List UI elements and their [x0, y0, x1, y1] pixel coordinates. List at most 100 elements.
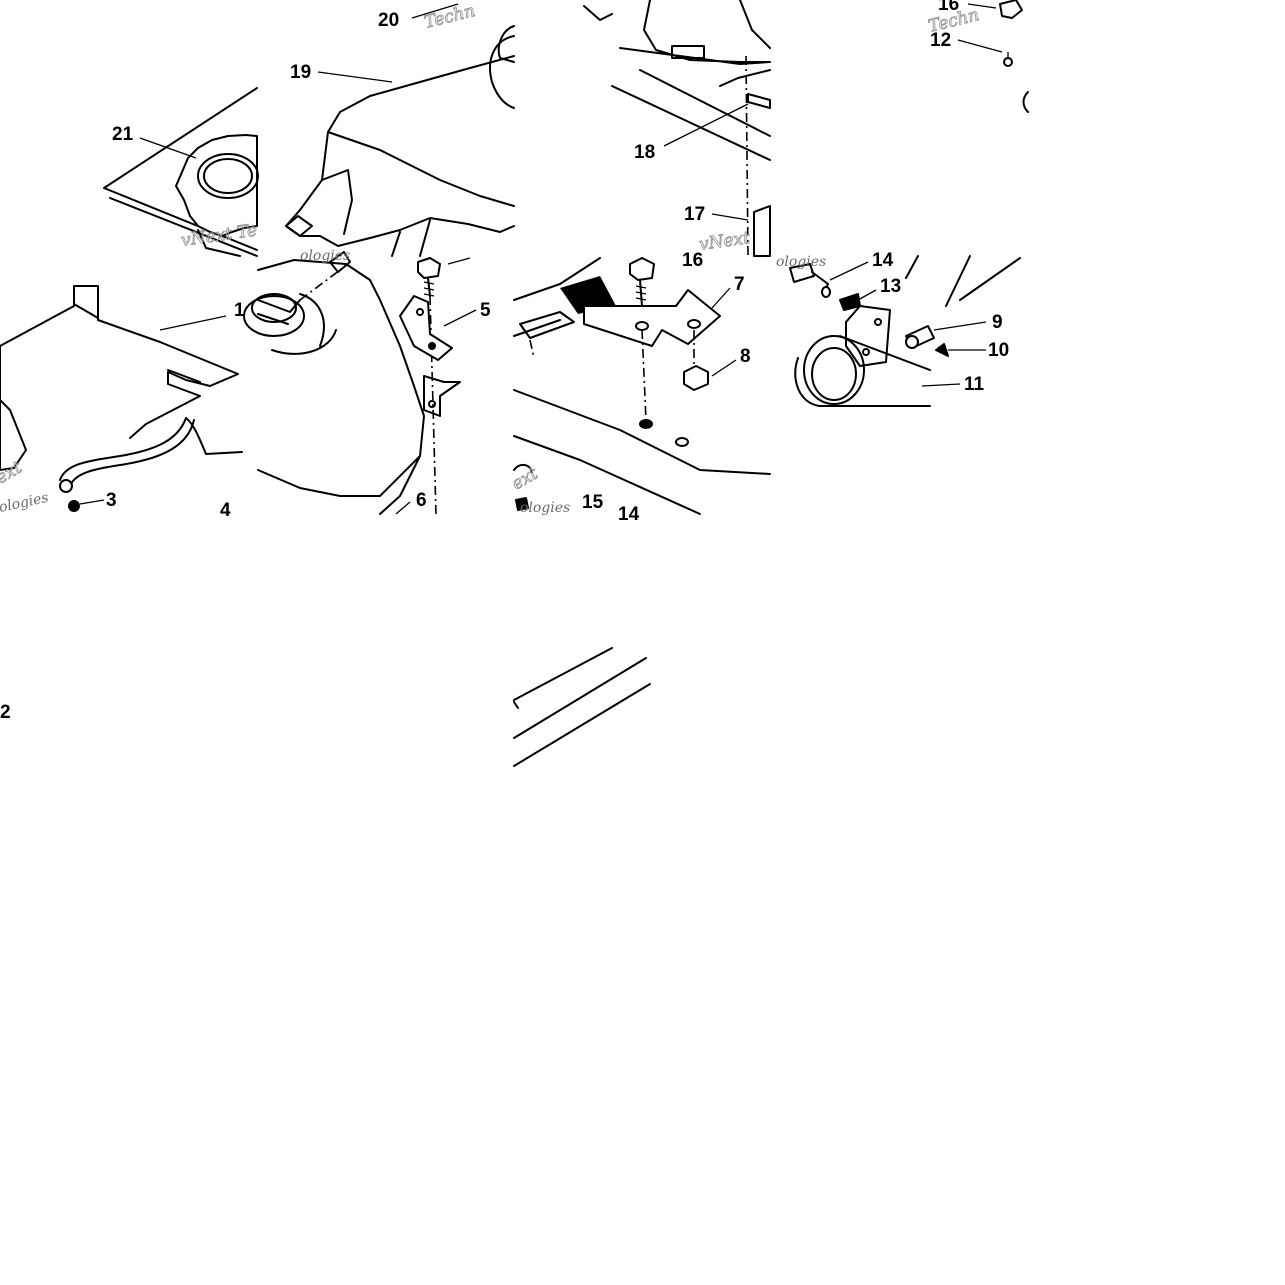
bolt-part-16	[417, 257, 441, 297]
slot-axis	[529, 339, 535, 359]
seat-part-18	[583, 0, 771, 87]
watermark-text: ologies	[520, 500, 570, 516]
fitting	[68, 500, 80, 512]
leader-16	[967, 3, 997, 9]
tile-fasteners-top: 16 12 Techn	[926, 0, 1029, 113]
tile-heat-shield: 1 3 4 2 ext ologies	[0, 285, 245, 723]
callout-18: 18	[634, 142, 655, 163]
leader-12	[957, 39, 1003, 53]
tank-contour	[271, 293, 337, 355]
vent-fitting	[329, 251, 351, 273]
leader-16b	[447, 257, 471, 265]
fuel-cap-part-21	[175, 134, 259, 257]
vent-axis	[299, 269, 341, 301]
fuel-line-part-4	[59, 417, 195, 487]
leader-9	[933, 321, 987, 331]
watermark-text: Techn	[926, 5, 981, 37]
watermark-text: vNext	[698, 228, 751, 255]
callout-20: 20	[378, 10, 399, 31]
callout-15: 15	[582, 492, 604, 513]
filler-neck-ring	[243, 295, 305, 337]
tile-fuel-cap: 21 vNext Te	[103, 87, 259, 257]
grommet	[513, 464, 533, 473]
watermark-text: ologies	[776, 254, 826, 270]
callout-7: 7	[734, 274, 745, 295]
callout-2: 2	[0, 702, 11, 723]
watermark-text: ologies	[0, 490, 50, 516]
callout-14: 14	[618, 504, 640, 525]
bolt-axis-7	[641, 329, 647, 421]
screw-part-12	[1003, 57, 1013, 67]
frame-slot	[519, 311, 575, 339]
leader-19	[317, 71, 393, 83]
clamp-edge	[1022, 91, 1029, 113]
clip	[515, 497, 529, 511]
fuel-tank-side	[257, 259, 425, 515]
bracket-lower	[423, 375, 461, 417]
rail-bracket	[747, 93, 771, 109]
frame-hole	[639, 419, 653, 429]
filler-thread	[257, 299, 301, 325]
leader-11	[921, 383, 961, 387]
tile-mount-bracket: 7 8 15 14 16 ext ologies	[508, 250, 771, 525]
callout-16c: 16	[682, 250, 703, 271]
callout-6: 6	[416, 490, 427, 511]
frame-rail	[611, 69, 771, 161]
leader-14	[829, 261, 869, 281]
bracket-plate	[845, 305, 891, 367]
callout-14: 14	[872, 250, 894, 271]
watermark-text: ext	[509, 464, 542, 495]
seat-tab	[671, 45, 705, 59]
callout-16: 16	[938, 0, 959, 15]
heat-shield-part-1	[0, 285, 239, 441]
shield-slot-edges	[73, 303, 201, 383]
frame-panel	[513, 257, 771, 515]
fuel-line-end	[185, 417, 243, 455]
tank-side-recess	[321, 169, 353, 235]
leader-5	[443, 309, 477, 327]
watermark-text: Techn	[422, 1, 477, 33]
callout-12: 12	[930, 30, 951, 51]
panel-plate-outline	[103, 87, 258, 257]
watermark-text: ologies	[300, 248, 350, 264]
pin-part-14	[789, 263, 831, 298]
frame-hole-2	[675, 437, 689, 447]
bolt-part-16c	[629, 257, 655, 307]
bracket-hole	[428, 400, 436, 408]
filler-neck	[489, 35, 515, 109]
callout-3: 3	[106, 490, 117, 511]
bracket-part-7	[583, 289, 721, 347]
leader-21	[139, 137, 197, 159]
callout-19: 19	[290, 62, 311, 83]
tank-tab-left	[285, 215, 313, 237]
tile-frame-fragment	[513, 647, 651, 767]
callout-13: 13	[880, 276, 901, 297]
leader-3	[79, 499, 105, 505]
callout-17: 17	[684, 204, 705, 225]
clamp-part-3	[59, 479, 73, 493]
leader-18	[663, 103, 749, 147]
leader-7	[711, 287, 731, 309]
mount-block-part-17	[753, 205, 771, 257]
bracket-part-5	[399, 295, 453, 361]
tile-tank-top: 19 20 Techn	[285, 1, 515, 257]
filler-neck-inner	[251, 293, 297, 323]
callout-10: 10	[988, 340, 1009, 361]
bolt-axis	[429, 295, 437, 515]
tile-tank-bracket: 5 6 ologies	[243, 248, 491, 515]
leader-6	[395, 501, 411, 515]
hatched-strip	[560, 276, 616, 314]
fastener-part-16	[999, 0, 1023, 19]
filler-neck-rim	[497, 25, 515, 63]
callout-1: 1	[234, 300, 245, 321]
knob-end	[905, 335, 919, 349]
spring-part-13	[839, 293, 861, 311]
callout-9: 9	[992, 312, 1003, 333]
screw-part-10	[935, 343, 949, 357]
callout-11: 11	[964, 374, 985, 395]
fuel-tank-body-part-19	[285, 55, 515, 257]
callout-8: 8	[740, 346, 751, 367]
leader-1	[159, 315, 227, 331]
